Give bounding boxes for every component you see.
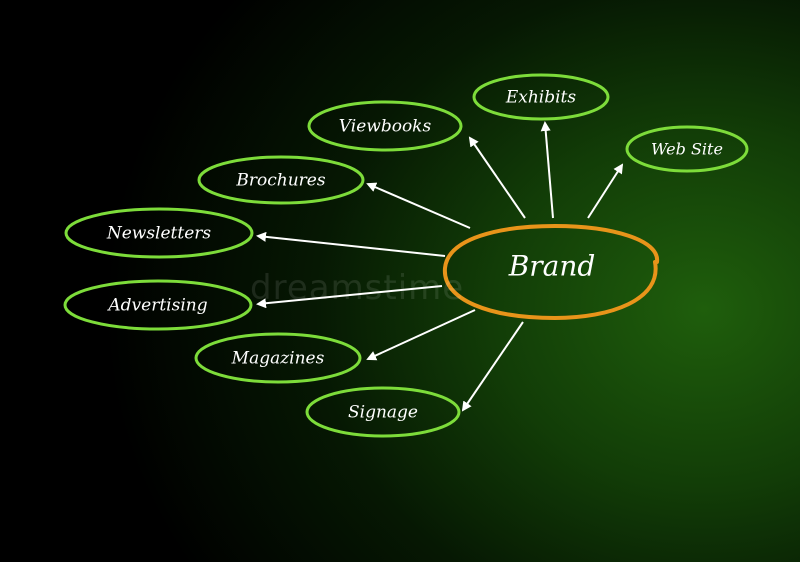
node-ring bbox=[307, 100, 463, 152]
node-ring bbox=[197, 155, 365, 205]
center-ring bbox=[442, 223, 660, 321]
node-viewbooks: Viewbooks bbox=[307, 100, 463, 152]
node-label-exhibits: Exhibits bbox=[505, 88, 577, 108]
node-exhibits: Exhibits bbox=[472, 73, 610, 121]
node-website: Web Site bbox=[625, 125, 749, 173]
arrow-to-brochures bbox=[366, 182, 471, 229]
node-label-website: Web Site bbox=[651, 140, 723, 159]
node-newsletters: Newsletters bbox=[64, 207, 254, 259]
node-label-newsletters: Newsletters bbox=[106, 224, 212, 244]
arrow-to-exhibits bbox=[540, 121, 554, 219]
arrow-to-website bbox=[587, 163, 624, 219]
arrow-to-advertising bbox=[256, 285, 443, 309]
node-ring bbox=[63, 279, 253, 331]
node-signage: Signage bbox=[305, 386, 461, 438]
node-label-signage: Signage bbox=[348, 403, 418, 423]
node-ring bbox=[305, 386, 461, 438]
node-label-advertising: Advertising bbox=[106, 296, 207, 316]
arrow-to-magazines bbox=[366, 309, 476, 361]
node-ring bbox=[194, 332, 362, 384]
node-brochures: Brochures bbox=[197, 155, 365, 205]
node-label-brochures: Brochures bbox=[235, 171, 325, 191]
center-label-brand: Brand bbox=[508, 250, 596, 283]
arrow-to-newsletters bbox=[256, 231, 446, 257]
node-advertising: Advertising bbox=[63, 279, 253, 331]
center-node-brand: Brand bbox=[442, 223, 660, 321]
watermark: dreamstime bbox=[250, 268, 465, 308]
node-label-viewbooks: Viewbooks bbox=[339, 117, 432, 137]
node-label-magazines: Magazines bbox=[231, 349, 325, 369]
arrow-to-viewbooks bbox=[468, 136, 526, 219]
node-ring bbox=[625, 125, 749, 173]
connectors bbox=[256, 121, 624, 412]
arrow-to-signage bbox=[461, 321, 524, 412]
node-ring bbox=[64, 207, 254, 259]
node-magazines: Magazines bbox=[194, 332, 362, 384]
node-ring bbox=[472, 73, 610, 121]
